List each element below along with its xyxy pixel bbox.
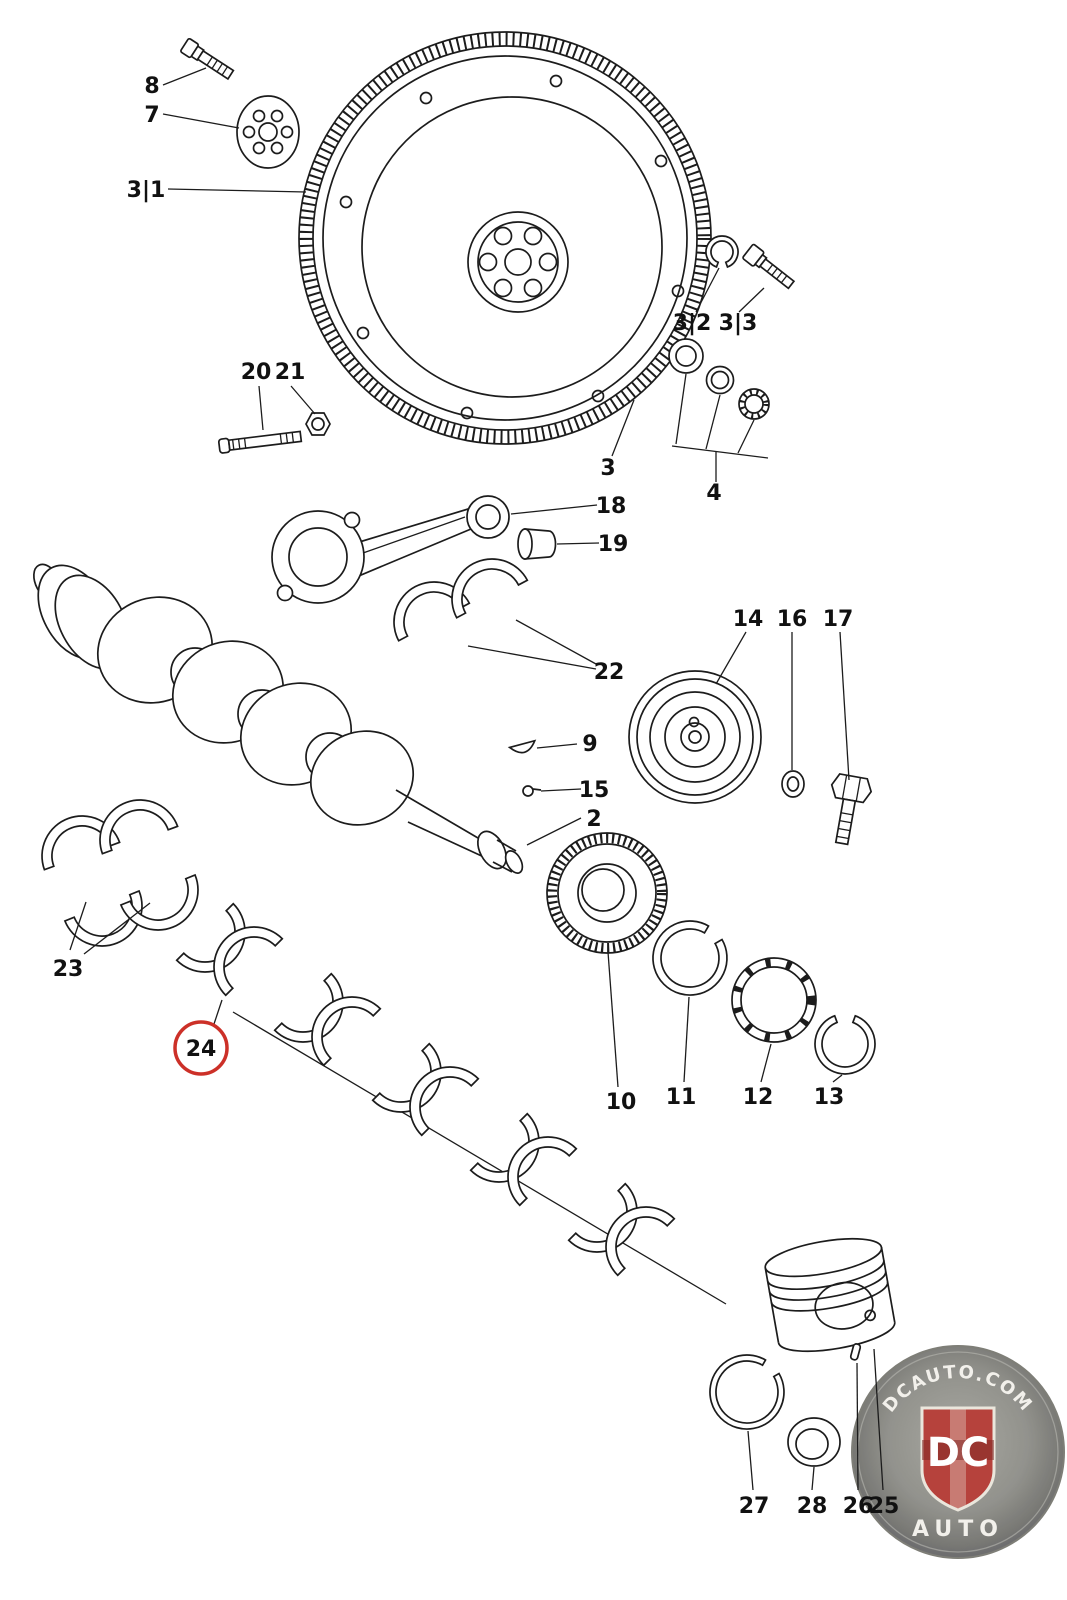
main-bearing-shells-23 <box>29 787 211 959</box>
circlip-27 <box>709 1354 785 1430</box>
leader-line <box>162 113 240 129</box>
pin-15 <box>522 785 542 797</box>
label-3: 3 <box>600 456 615 481</box>
label-7: 7 <box>144 103 159 128</box>
leader-line <box>839 631 850 781</box>
label-25: 25 <box>869 1494 900 1519</box>
washer-16 <box>781 770 805 798</box>
crankshaft <box>32 563 524 874</box>
label-26: 26 <box>843 1494 874 1519</box>
leader-line <box>671 445 769 459</box>
snap-ring-13 <box>814 1014 876 1075</box>
seal-ring-28 <box>787 1417 841 1467</box>
label-16: 16 <box>777 607 808 632</box>
label-27: 27 <box>739 1494 770 1519</box>
part-labels: 8 7 3|1 20 21 3|2 3|3 3 4 18 19 22 14 16… <box>53 74 900 1519</box>
leader-line <box>695 267 720 313</box>
label-3-3: 3|3 <box>719 311 758 336</box>
leader-line <box>167 188 307 193</box>
label-14: 14 <box>733 607 764 632</box>
label-18: 18 <box>596 494 627 519</box>
leader-line <box>832 1074 843 1083</box>
flywheel <box>298 31 712 445</box>
pulley-14 <box>628 670 762 804</box>
highlight-circle-24 <box>173 1020 229 1076</box>
label-19: 19 <box>598 532 629 557</box>
label-12: 12 <box>743 1085 774 1110</box>
retaining-ring-11 <box>652 920 728 996</box>
slotted-ring-12 <box>731 957 817 1043</box>
leader-lines <box>69 67 884 1491</box>
logo-sub-text: AUTO <box>912 1517 1004 1542</box>
logo-shield-band <box>922 1440 994 1460</box>
leader-line <box>856 1362 859 1491</box>
timing-gear-10 <box>546 832 668 954</box>
circlip-3-2 <box>705 235 739 269</box>
leader-line <box>540 788 582 792</box>
woodruff-key-9 <box>507 739 537 754</box>
label-4: 4 <box>706 481 721 506</box>
leader-line <box>611 399 635 457</box>
leader-line <box>83 902 151 955</box>
label-17: 17 <box>823 607 854 632</box>
leader-line <box>747 1430 754 1491</box>
leader-line <box>467 645 597 670</box>
flywheel-bolt-holes <box>339 74 685 420</box>
leader-line <box>162 67 207 86</box>
label-20: 20 <box>241 360 272 385</box>
label-11: 11 <box>666 1085 697 1110</box>
stud-20 <box>217 430 303 454</box>
label-23: 23 <box>53 957 84 982</box>
leader-line <box>213 999 223 1025</box>
label-3-1: 3|1 <box>127 178 166 203</box>
leader-line <box>258 385 264 431</box>
label-22: 22 <box>594 660 625 685</box>
leader-line <box>675 373 687 445</box>
leader-line <box>873 1348 884 1491</box>
leader-line <box>737 419 755 454</box>
logo-monogram: DC <box>927 1430 990 1476</box>
piston-25 <box>764 1237 896 1353</box>
leader-line <box>811 1466 815 1491</box>
drive-plate-7 <box>236 95 300 169</box>
bearing-shell-cascade-24 <box>175 902 727 1305</box>
leader-line <box>526 817 582 846</box>
dowel-pin-26 <box>849 1343 862 1361</box>
rod-bearing-shells-22 <box>379 544 529 642</box>
pilot-bearing-set-4 <box>668 338 770 420</box>
label-3-2: 3|2 <box>673 311 712 336</box>
label-21: 21 <box>275 360 306 385</box>
leader-line <box>69 901 87 951</box>
leader-line <box>705 394 721 450</box>
label-9: 9 <box>582 732 597 757</box>
label-8: 8 <box>144 74 159 99</box>
leader-line <box>510 504 598 515</box>
leader-line <box>556 542 600 545</box>
label-10: 10 <box>606 1090 637 1115</box>
label-2: 2 <box>586 807 601 832</box>
bearing-shell <box>437 544 529 619</box>
bearing-shell <box>120 874 211 943</box>
label-24: 24 <box>186 1037 217 1062</box>
bolt-8 <box>180 37 235 81</box>
connecting-rod-18 <box>271 495 510 604</box>
leader-line <box>760 1043 772 1083</box>
nut-21 <box>305 412 331 436</box>
label-13: 13 <box>814 1085 845 1110</box>
leader-line <box>607 951 619 1088</box>
leader-line <box>683 996 690 1083</box>
leader-line <box>290 385 316 415</box>
leader-line <box>536 743 578 749</box>
dc-auto-logo: DCAUTO.COM DC AUTO <box>851 1345 1065 1559</box>
leader-line <box>715 631 747 685</box>
flywheel-hub <box>467 211 569 313</box>
label-15: 15 <box>579 778 610 803</box>
bolt-17 <box>830 773 873 846</box>
rod-bushing-19 <box>517 528 557 560</box>
label-28: 28 <box>797 1494 828 1519</box>
leader-line <box>515 619 597 665</box>
leader-line <box>738 287 765 313</box>
bolt-3-3 <box>742 243 796 290</box>
